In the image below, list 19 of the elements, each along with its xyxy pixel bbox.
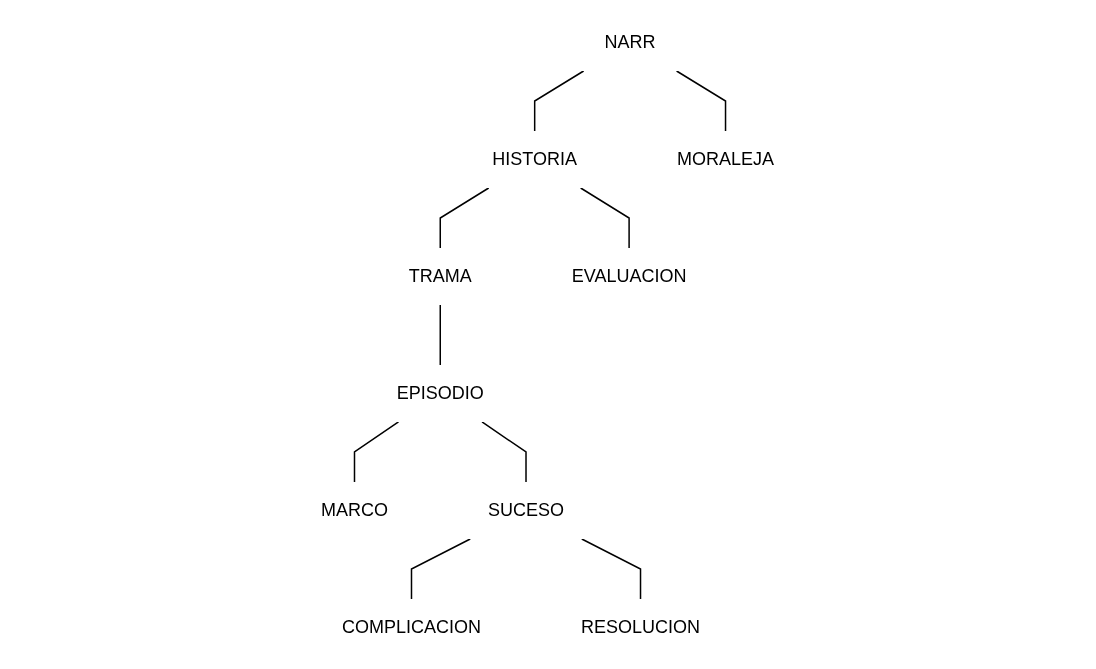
node-text: TRAMA bbox=[409, 265, 473, 286]
connector bbox=[411, 537, 472, 600]
connector bbox=[354, 420, 400, 483]
node-text: EVALUACION bbox=[572, 265, 687, 286]
node-text: MORALEJA bbox=[677, 148, 775, 169]
node-text: COMPLICACION bbox=[342, 616, 482, 637]
connector bbox=[581, 537, 642, 600]
connector bbox=[534, 69, 585, 132]
node-text: HISTORIA bbox=[492, 148, 578, 169]
node-text: MARCO bbox=[321, 499, 389, 520]
connector bbox=[439, 186, 490, 249]
connector bbox=[481, 420, 528, 483]
node-text: EPISODIO bbox=[397, 382, 485, 403]
node-text: NARR bbox=[605, 31, 657, 52]
node-text: SUCESO bbox=[488, 499, 565, 520]
node-text: RESOLUCION bbox=[581, 616, 701, 637]
connector bbox=[676, 69, 727, 132]
connector bbox=[439, 303, 442, 366]
connector bbox=[580, 186, 631, 249]
